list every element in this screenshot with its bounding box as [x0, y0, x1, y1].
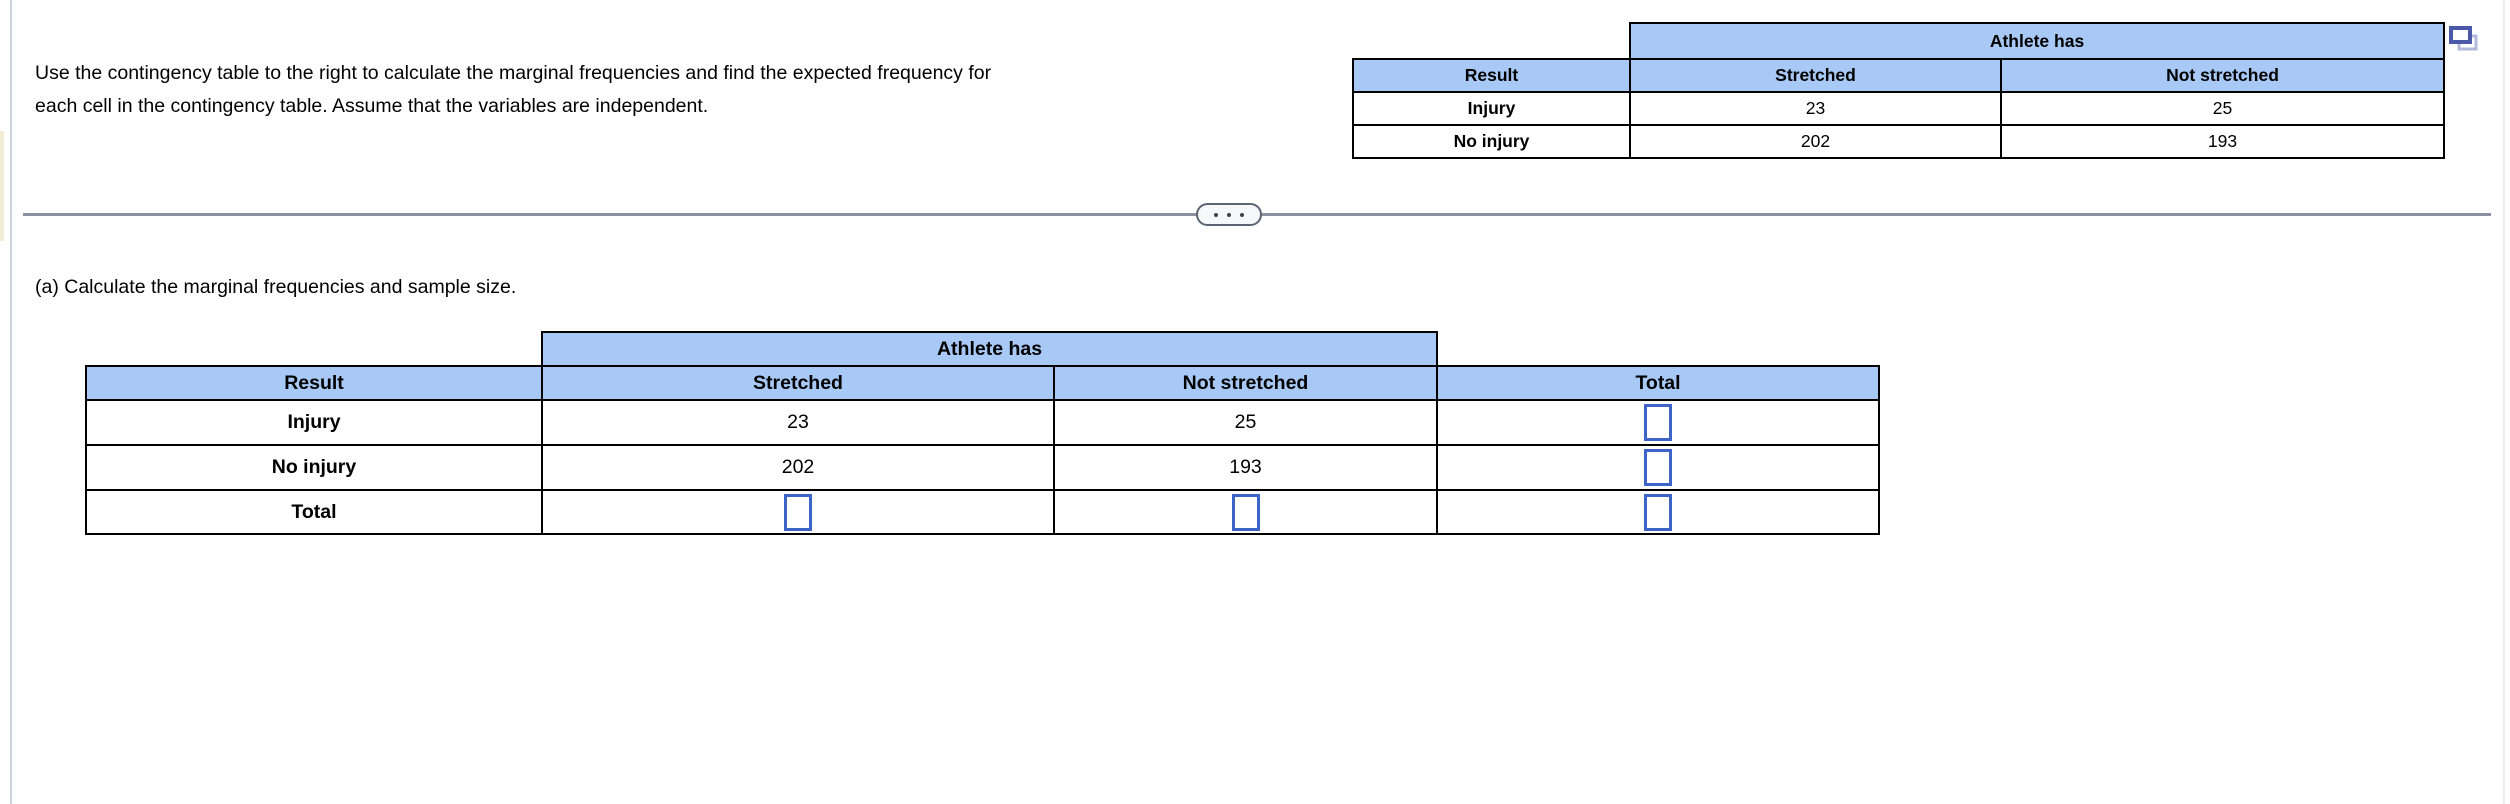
main-cell-grand-total: [1436, 489, 1881, 535]
main-cell-injury-stretched: 23: [541, 399, 1055, 446]
ref-row-injury-label: Injury: [1352, 91, 1631, 126]
ellipsis-dot: [1214, 212, 1218, 217]
answer-input-total-not-stretched[interactable]: [1231, 493, 1260, 531]
main-cell-injury-total: [1436, 399, 1881, 446]
main-table-header-stretched: Stretched: [541, 365, 1055, 401]
main-cell-no-injury-not-stretched: 193: [1052, 444, 1439, 491]
answer-contingency-table: Athlete has Result Stretched Not stretch…: [85, 331, 1881, 535]
ellipsis-dot: [1240, 212, 1244, 217]
answer-input-grand-total[interactable]: [1644, 493, 1673, 531]
left-edge-highlight: [0, 131, 4, 241]
main-table-corner-spacer: [1437, 332, 1879, 366]
main-table-header-not-stretched: Not stretched: [1052, 365, 1439, 401]
ellipsis-divider-handle[interactable]: [1196, 203, 1262, 226]
ref-table-header-result: Result: [1352, 58, 1631, 93]
ref-cell-no-injury-stretched: 202: [1629, 124, 2002, 159]
ref-cell-no-injury-not-stretched: 193: [1999, 124, 2446, 159]
right-edge-border: [2503, 0, 2505, 804]
main-table-header-result: Result: [85, 365, 543, 401]
problem-statement-line1: Use the contingency table to the right t…: [35, 62, 992, 84]
left-edge-border: [10, 0, 12, 804]
ref-table-corner-spacer: [1353, 23, 1630, 59]
ref-table-span-header: Athlete has: [1628, 22, 2446, 60]
main-cell-total-stretched: [541, 489, 1055, 535]
answer-input-injury-total[interactable]: [1644, 404, 1673, 441]
answer-input-no-injury-total[interactable]: [1644, 449, 1673, 486]
main-row-injury-label: Injury: [85, 399, 543, 446]
problem-statement-line2: each cell in the contingency table. Assu…: [35, 94, 709, 117]
problem-statement: Use the contingency table to the right t…: [35, 57, 991, 122]
main-table-header-total: Total: [1436, 365, 1881, 401]
main-cell-no-injury-stretched: 202: [541, 444, 1055, 491]
ellipsis-dot: [1227, 212, 1231, 217]
part-a-prompt: (a) Calculate the marginal frequencies a…: [35, 276, 517, 298]
ref-cell-injury-stretched: 23: [1629, 91, 2002, 126]
main-cell-injury-not-stretched: 25: [1052, 399, 1439, 446]
answer-input-total-stretched[interactable]: [784, 493, 812, 531]
main-cell-total-not-stretched: [1052, 489, 1439, 535]
ref-row-no-injury-label: No injury: [1352, 124, 1631, 159]
main-table-corner-spacer: [86, 332, 542, 366]
reference-contingency-table: Athlete has Result Stretched Not stretch…: [1352, 22, 2446, 159]
main-row-no-injury-label: No injury: [85, 444, 543, 491]
ref-cell-injury-not-stretched: 25: [1999, 91, 2446, 126]
main-cell-no-injury-total: [1436, 444, 1881, 491]
main-table-span-header: Athlete has: [540, 331, 1439, 367]
popout-window-icon[interactable]: [2449, 25, 2479, 54]
main-row-total-label: Total: [85, 489, 543, 535]
ref-table-header-stretched: Stretched: [1629, 58, 2002, 93]
ref-table-header-not-stretched: Not stretched: [1999, 58, 2446, 93]
